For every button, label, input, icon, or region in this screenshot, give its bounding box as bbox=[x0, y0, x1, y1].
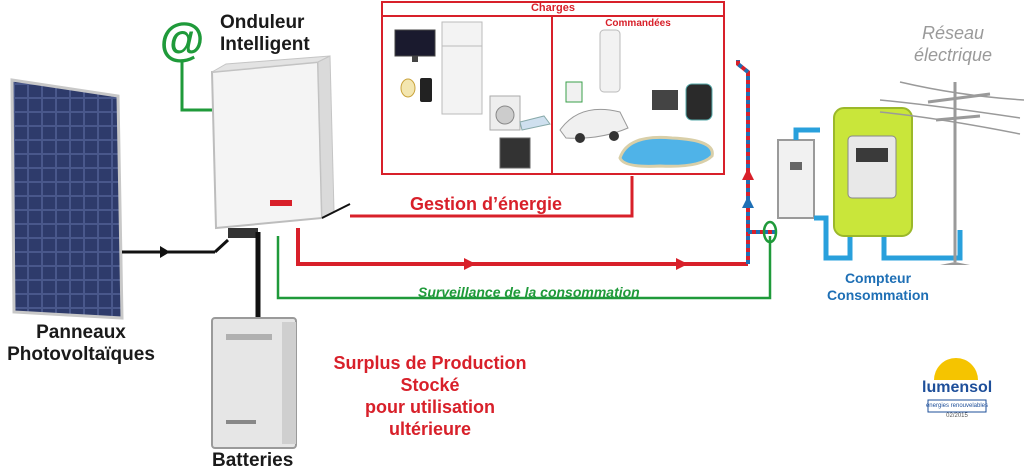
meter-cable bbox=[814, 215, 853, 261]
lightbulb-icon bbox=[400, 78, 416, 98]
lumensol-logo bbox=[927, 358, 987, 413]
fridge-icon bbox=[441, 21, 483, 115]
grid-pylon bbox=[879, 81, 1024, 265]
riser-arrow-blue-icon bbox=[742, 196, 754, 208]
battery-unit bbox=[211, 317, 297, 449]
grid-label-line2: électrique bbox=[913, 45, 993, 65]
panels-label-line2: Photovoltaïques bbox=[7, 344, 155, 365]
breaker-device bbox=[777, 139, 815, 219]
phone-icon bbox=[420, 78, 432, 102]
energy-management-label: Gestion d’énergie bbox=[410, 194, 563, 214]
grid-label-line1: Réseau bbox=[921, 23, 985, 43]
pool-icon bbox=[618, 135, 714, 168]
energy-management-line bbox=[350, 176, 634, 218]
meter-label: Compteur Consommation bbox=[808, 270, 948, 304]
surplus-line1: Surplus de Production bbox=[333, 353, 527, 373]
surplus-text: Surplus de Production Stocké pour utilis… bbox=[300, 352, 560, 440]
meter-label-line1: Compteur bbox=[844, 270, 912, 286]
panels-label-line1: Panneaux bbox=[36, 322, 126, 343]
oven-icon bbox=[499, 137, 531, 169]
tv-icon bbox=[394, 29, 436, 57]
inverter-title-line2: Intelligent bbox=[220, 34, 310, 55]
monitoring-line bbox=[276, 236, 772, 300]
meter-device bbox=[833, 107, 913, 237]
iron-icon bbox=[519, 115, 551, 131]
internet-link-line bbox=[180, 62, 218, 112]
panels-label: Panneaux Photovoltaïques bbox=[0, 322, 162, 366]
inverter-title-line1: Onduleur bbox=[220, 12, 305, 33]
power-arrow-2-icon bbox=[676, 258, 688, 270]
meter-label-line2: Consommation bbox=[827, 287, 929, 303]
at-sign-icon: @ bbox=[159, 13, 205, 65]
batteries-label: Batteries bbox=[212, 450, 294, 471]
loads-title: Charges bbox=[530, 2, 576, 14]
current-sensor-icon bbox=[762, 220, 778, 244]
controlled-loads-title: Commandées bbox=[605, 18, 671, 29]
inverter-device bbox=[210, 55, 335, 238]
water-heater-icon bbox=[599, 29, 621, 93]
surplus-line3: pour utilisation bbox=[365, 397, 495, 417]
logo-date: 02/2015 bbox=[946, 413, 968, 419]
logo-tagline: énergies renouvelables bbox=[925, 403, 989, 409]
solar-panel bbox=[10, 78, 124, 320]
surplus-line2: Stocké bbox=[400, 375, 460, 395]
appliances bbox=[394, 21, 714, 169]
pool-heat-pump-icon bbox=[685, 83, 713, 121]
power-arrow-1-icon bbox=[464, 258, 476, 270]
consumption-monitoring-label: Surveillance de la consommation bbox=[418, 284, 640, 300]
grid-label: Réseau électrique bbox=[898, 22, 1008, 66]
switch-line bbox=[321, 203, 351, 219]
riser-arrow-red-icon bbox=[742, 168, 754, 180]
ev-charger-icon bbox=[565, 81, 583, 103]
logo-name: lumensol bbox=[922, 379, 993, 396]
surplus-line4: ultérieure bbox=[388, 419, 472, 439]
panel-arrow-icon bbox=[160, 246, 170, 258]
pool-pump-icon bbox=[652, 90, 678, 110]
power-line bbox=[296, 228, 748, 266]
inverter-title: Onduleur Intelligent bbox=[220, 12, 310, 56]
